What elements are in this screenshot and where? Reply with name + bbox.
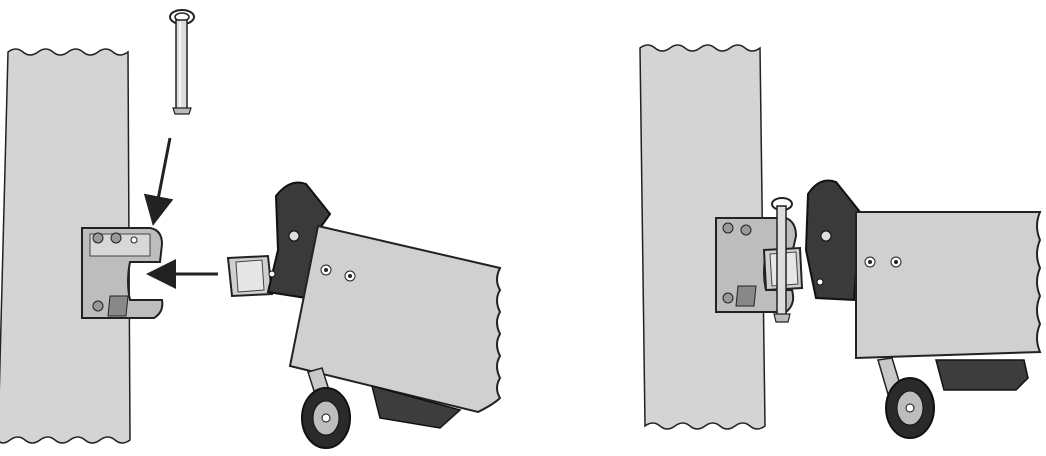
left-panel xyxy=(0,10,500,448)
right-panel xyxy=(640,45,1040,438)
caster-wheel-icon xyxy=(302,368,350,448)
wall-bracket-icon xyxy=(82,228,162,318)
unit-bracket-installed-icon xyxy=(806,181,860,301)
caster-wheel-installed-icon xyxy=(878,358,934,438)
hinge-pin-icon xyxy=(170,10,194,114)
hinge-knuckle-icon xyxy=(228,256,272,296)
insert-pin-arrow-icon xyxy=(154,138,170,220)
